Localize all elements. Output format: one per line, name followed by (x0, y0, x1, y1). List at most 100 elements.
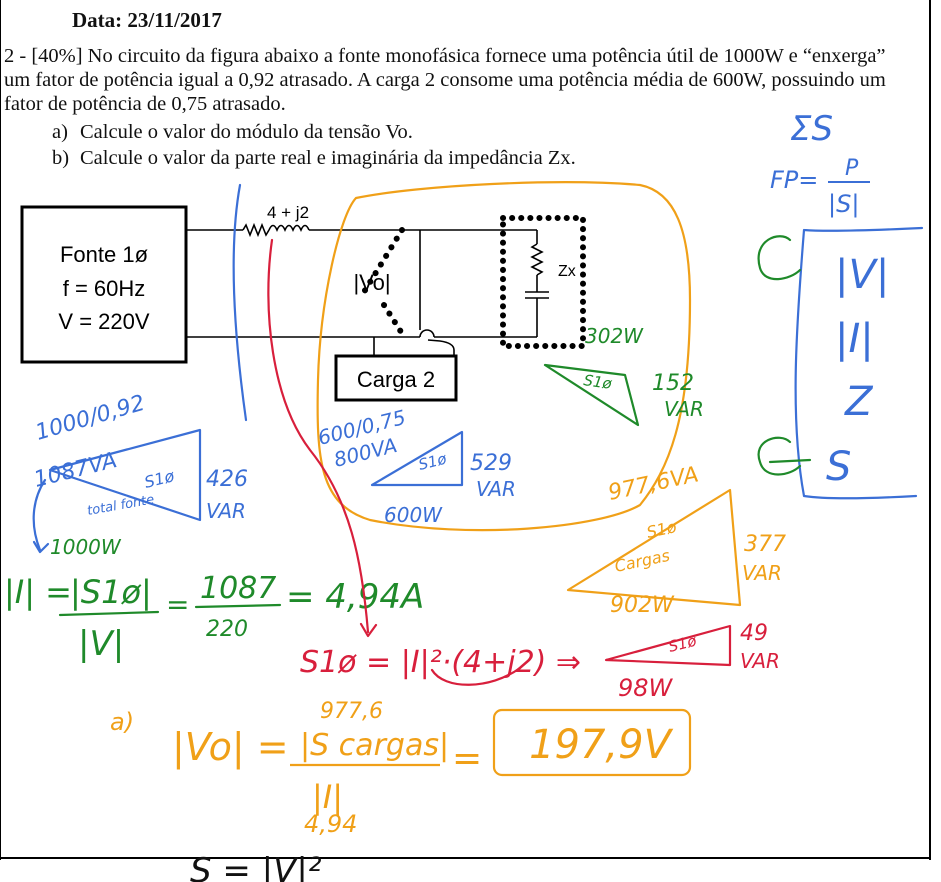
red-annotations (267, 238, 732, 686)
line-power-q-unit: VAR (740, 649, 780, 673)
exam-date: Data: 23/11/2017 (72, 8, 222, 32)
load2-p: 600W (384, 503, 443, 527)
vo-item-label: a) (110, 708, 134, 736)
wire-crossing (419, 329, 435, 338)
loads-p: 902W (610, 593, 675, 618)
line-power-eq: S1ø = |I|²·(4+j2) ⇒ (300, 645, 581, 680)
source-line2: f = 60Hz (63, 276, 146, 301)
load2-wire-right (427, 339, 455, 356)
fp-denominator: |S| (828, 190, 859, 218)
source-inner-label: total fonte (86, 492, 155, 519)
orange-annotations (316, 181, 742, 777)
loads-q-unit: VAR (742, 561, 782, 585)
source-q: 426 (206, 467, 248, 492)
source-box (20, 205, 188, 364)
load2-box (334, 354, 458, 402)
vo-result-box (492, 708, 692, 777)
blue-separator-line (232, 183, 248, 422)
zx-power-triangle (543, 363, 640, 427)
current-result: = 4,94A (286, 577, 424, 617)
green-annotations (58, 235, 812, 617)
zx-label: Zx (558, 263, 576, 280)
zx-resistor (530, 243, 544, 276)
source-s-va: 1087VA (31, 448, 119, 493)
panel-item-z: Z (844, 379, 874, 425)
resistor-symbol (242, 222, 270, 238)
source-line1: Fonte 1ø (60, 242, 148, 267)
load2-power-triangle (370, 430, 464, 487)
panel-item-s: S (826, 444, 851, 490)
panel-item-v: |V| (835, 252, 889, 298)
current-lhs: |I| = (4, 573, 72, 611)
source-s-label: S1ø (142, 466, 176, 492)
item-b-label: b) (52, 147, 70, 169)
current-fraction-bar (58, 610, 160, 617)
zx-q-unit: VAR (664, 397, 704, 421)
inductor-symbol (268, 224, 310, 232)
fp-label: FP= (770, 166, 818, 194)
vo-label: |Vo| (353, 270, 390, 295)
loads-enclosure (316, 181, 692, 532)
loads-s-label: S1ø (645, 517, 679, 542)
right-panel-bracket (794, 226, 924, 500)
zx-p: 302W (585, 324, 644, 348)
load2-q: 529 (470, 451, 512, 476)
load2-s-label: S1ø (417, 449, 450, 473)
line-power-p: 98W (618, 674, 674, 702)
zx-q: 152 (652, 371, 694, 396)
source-line3: V = 220V (58, 309, 149, 334)
current-fraction-bar2 (194, 603, 282, 609)
page-border-left (0, 0, 1, 860)
vo-denominator: |I| (312, 778, 343, 816)
blue-annotations (32, 183, 924, 554)
bottom-formula: S = |V|² (190, 851, 322, 882)
c-bracket-top (757, 235, 802, 281)
line-power-q: 49 (740, 621, 768, 646)
line-power-triangle (604, 624, 732, 667)
zx-dotted-box (500, 215, 586, 349)
loads-inner-label: Cargas (613, 546, 672, 576)
source-arrow-head (32, 540, 50, 554)
loads-q: 377 (744, 532, 786, 557)
vo-result: 197,9V (529, 722, 674, 768)
current-num2: 1087 (200, 571, 276, 606)
source-top-label: 1000/0,92 (33, 391, 148, 446)
vo-under-den: 4,94 (304, 810, 357, 838)
item-b-text: Calcule o valor da parte real e imaginár… (80, 147, 576, 169)
line-power-s-label: S1ø (667, 631, 700, 655)
vo-lhs: |Vo| = (172, 725, 289, 770)
source-arrow-curve (32, 478, 47, 552)
loads-power-triangle (566, 488, 742, 607)
load2-label: Carga 2 (357, 367, 435, 392)
vo-numerator: |S cargas| (300, 728, 449, 763)
page-border-bottom (0, 857, 930, 859)
current-num: |S1ø| (70, 573, 152, 611)
sum-s-label: ΣS (790, 109, 833, 149)
page-border-right (929, 0, 931, 860)
vo-over-num: 977,6 (320, 699, 383, 724)
current-den: |V| (78, 624, 124, 664)
c-bracket-bottom (757, 436, 812, 476)
item-a-text: Calcule o valor do módulo da tensão Vo. (80, 121, 413, 143)
panel-item-i: |I| (835, 316, 874, 362)
vo-equals: = (452, 738, 482, 779)
vo-dots-upper (361, 227, 405, 295)
item-a-label: a) (52, 121, 68, 143)
source-power-triangle (48, 428, 202, 522)
impedance-label: 4 + j2 (267, 203, 309, 222)
vo-dots-lower (381, 302, 406, 338)
load2-q-unit: VAR (476, 477, 516, 501)
source-p: 1000W (50, 535, 122, 559)
zx-s-label: S1ø (582, 371, 613, 393)
loads-s-va: 977,6VA (606, 462, 701, 505)
red-arrow-head (359, 622, 378, 638)
current-eq: = (166, 588, 189, 621)
source-q-unit: VAR (206, 499, 246, 523)
circuit-diagram (20, 205, 586, 402)
fp-numerator: P (845, 156, 859, 181)
question-text: 2 - [40%] No circuito da figura abaixo a… (4, 45, 886, 115)
red-substitution-curve (430, 666, 522, 686)
red-arrow-curve (267, 238, 370, 634)
